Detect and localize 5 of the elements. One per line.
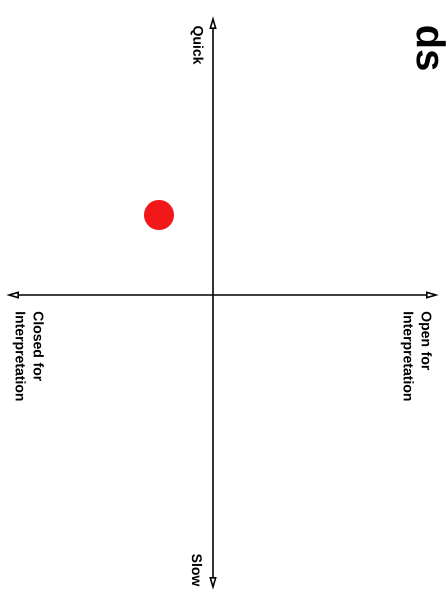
axis-label: Open for Interpretation <box>400 312 432 401</box>
title-text: ds <box>416 26 446 70</box>
axis-label: Slow <box>192 554 202 586</box>
axis-label: Quick <box>190 26 204 64</box>
axis-label: Closed for Interpretation <box>12 312 44 401</box>
